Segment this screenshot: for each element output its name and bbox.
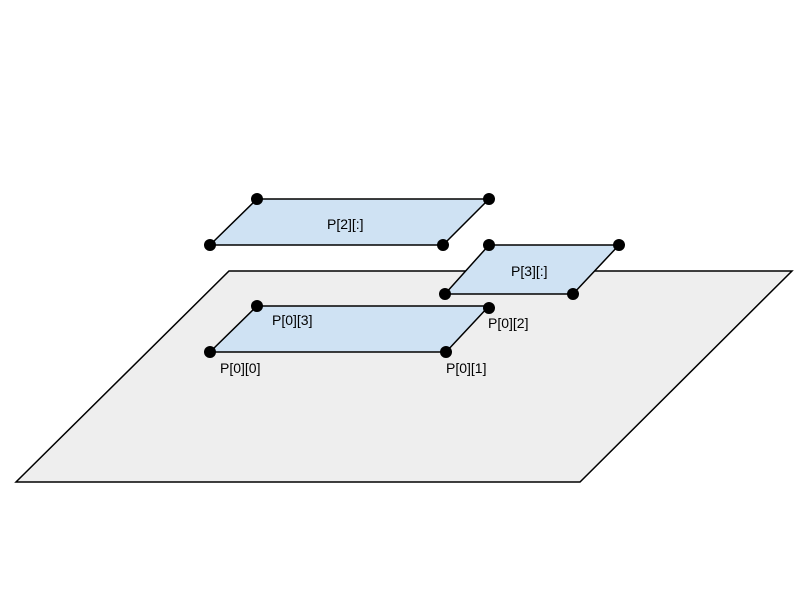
corner-label-p0-2: P[0][2] [488, 315, 529, 331]
point-p0-0 [204, 346, 216, 358]
point-p3-3 [483, 239, 495, 251]
point-p0-3 [251, 300, 263, 312]
point-p2-0 [204, 239, 216, 251]
corner-label-p0-0: P[0][0] [220, 360, 261, 376]
corner-label-p0-1: P[0][1] [446, 360, 487, 376]
point-p0-1 [440, 346, 452, 358]
point-p3-1 [567, 288, 579, 300]
point-p3-2 [613, 239, 625, 251]
point-p3-0 [439, 288, 451, 300]
panel-p0 [208, 305, 491, 353]
panel-p2-label: P[2][:] [327, 216, 364, 232]
panel-p3-label: P[3][:] [511, 263, 548, 279]
point-p2-2 [483, 193, 495, 205]
point-p2-1 [437, 239, 449, 251]
point-p2-3 [251, 193, 263, 205]
point-p0-2 [483, 302, 495, 314]
corner-label-p0-3: P[0][3] [272, 312, 313, 328]
ground-plane [14, 270, 794, 483]
